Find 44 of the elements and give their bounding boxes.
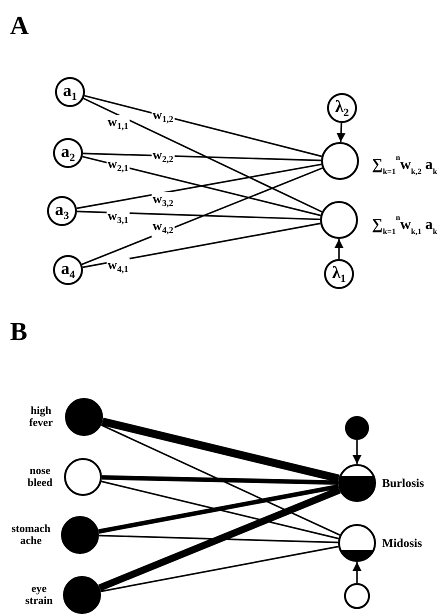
edge-label: w$_{3,2}$ xyxy=(152,192,174,210)
node-label: stomach ache xyxy=(10,523,52,547)
empty-circle xyxy=(321,142,359,180)
connection-line xyxy=(98,484,339,534)
node-label: high fever xyxy=(28,405,54,429)
node-circle: a$_{3}$ xyxy=(47,196,77,226)
panel-label: A xyxy=(10,12,29,40)
connection-line xyxy=(82,152,322,162)
connection-line xyxy=(83,98,322,213)
empty-circle xyxy=(344,583,370,609)
arrow xyxy=(352,440,362,464)
connection-line xyxy=(100,424,340,536)
node-circle: a$_{2}$ xyxy=(53,138,83,168)
arrow xyxy=(334,239,344,259)
node-circle: a$_{4}$ xyxy=(53,255,83,285)
connection-line xyxy=(84,94,322,158)
connection-line xyxy=(102,475,338,485)
sum-formula: ∑$_{k=1}$$^{n}$w$_{k,1}$ a$_{k}$ xyxy=(372,212,438,238)
connection-line xyxy=(100,546,338,592)
node-circle: a$_{1}$ xyxy=(55,77,85,107)
connection-line xyxy=(101,480,339,540)
node-circle: λ$_{2}$ xyxy=(327,93,357,123)
arrow xyxy=(352,562,362,583)
connection-line xyxy=(76,210,320,220)
edge-label: w$_{3,1}$ xyxy=(106,209,130,227)
sum-formula: ∑$_{k=1}$$^{n}$w$_{k,2}$ a$_{k}$ xyxy=(372,152,438,178)
node-label: nose bleed xyxy=(26,465,54,489)
connection-line xyxy=(82,156,321,216)
node-label: eye strain xyxy=(24,583,54,607)
edge-label: w$_{1,1}$ xyxy=(106,115,130,133)
panel-label: B xyxy=(10,318,28,346)
node-circle: λ$_{1}$ xyxy=(324,259,354,289)
empty-circle xyxy=(320,201,358,239)
connection-line xyxy=(82,222,320,268)
node-label: Midosis xyxy=(382,537,424,549)
connection-line xyxy=(98,534,338,544)
connection-line xyxy=(76,164,322,210)
connection-line xyxy=(102,418,340,482)
empty-circle xyxy=(345,416,369,440)
arrow xyxy=(336,122,346,142)
node-label: Burlosis xyxy=(382,477,426,489)
edge-label: w$_{4,1}$ xyxy=(106,258,130,276)
connection-line xyxy=(82,167,323,266)
connection-line xyxy=(98,486,341,592)
